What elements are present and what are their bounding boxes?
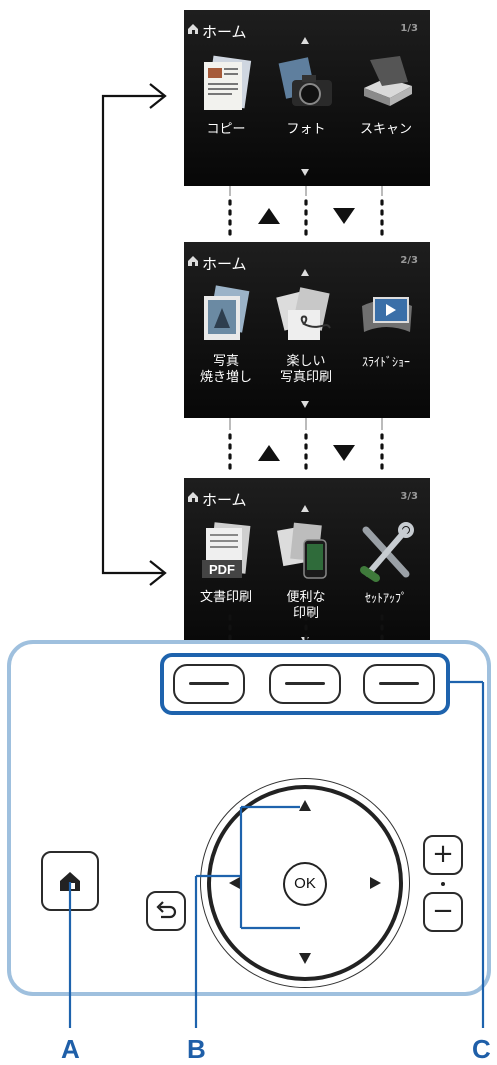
menu-item-label: 文書印刷	[199, 590, 252, 605]
home-screen-page-3: ホーム 3/3 PDF 文書印刷 便利な 印刷 ｾｯﾄｱｯﾌﾟ	[184, 478, 430, 654]
photo-camera-icon	[278, 57, 332, 106]
arrow-right-button[interactable]	[370, 877, 381, 889]
menu-item-label: ｽﾗｲﾄﾞｼｮｰ	[361, 355, 410, 369]
plus-minus-separator-dot	[441, 882, 445, 886]
menu-item-label: スキャン	[359, 122, 412, 137]
home-icon	[60, 872, 80, 891]
menu-item-label: 便利な 印刷	[286, 590, 326, 621]
screen-title: ホーム	[202, 491, 247, 509]
plus-button[interactable]: +	[423, 835, 463, 875]
home-icon	[188, 256, 198, 266]
arrow-up-button[interactable]	[299, 800, 311, 811]
pdf-document-icon: PDF	[202, 522, 251, 578]
menu-item-label: ｾｯﾄｱｯﾌﾟ	[364, 591, 407, 605]
callout-lines	[68, 680, 485, 1028]
back-arrow-icon	[156, 901, 177, 919]
home-icon	[188, 24, 198, 34]
loop-back-arrow	[101, 83, 167, 586]
page-indicator: 1/3	[400, 23, 418, 34]
function-button-left[interactable]	[173, 664, 245, 704]
function-buttons-highlight	[160, 653, 450, 715]
smartphone-print-icon	[277, 522, 327, 579]
plus-label: +	[432, 839, 454, 869]
home-icon	[188, 492, 198, 502]
menu-item-label: 楽しい 写真印刷	[279, 354, 332, 385]
page-up-arrow	[258, 208, 280, 224]
page-indicator: 2/3	[400, 255, 418, 266]
scroll-up-indicator	[301, 505, 309, 512]
page-indicator: 3/3	[400, 491, 418, 502]
navigation-dial-ring	[207, 785, 403, 981]
screen-title: ホーム	[202, 23, 247, 41]
ok-label: OK	[294, 875, 316, 892]
callout-a: A	[61, 1034, 80, 1064]
scroll-up-indicator	[301, 37, 309, 44]
setup-tools-icon	[360, 522, 414, 582]
ok-button[interactable]: OK	[283, 862, 327, 906]
scanner-icon	[364, 56, 412, 106]
menu-item-label: コピー	[206, 122, 246, 137]
callout-c: C	[472, 1034, 491, 1064]
minus-label: −	[432, 896, 454, 926]
pdf-badge-text: PDF	[209, 562, 235, 577]
photo-reprint-icon	[204, 285, 250, 340]
screen-connectors	[228, 186, 384, 664]
scroll-up-indicator	[301, 269, 309, 276]
menu-item-label: 写真 焼き増し	[199, 354, 252, 385]
function-button-center[interactable]	[269, 664, 341, 704]
arrow-down-button[interactable]	[299, 953, 311, 964]
scroll-down-indicator	[301, 401, 309, 408]
back-button[interactable]	[146, 891, 186, 931]
screen-title: ホーム	[202, 255, 247, 273]
page-down-arrow	[333, 208, 355, 224]
callout-b: B	[187, 1034, 206, 1064]
page-down-arrow	[333, 445, 355, 461]
scroll-down-indicator	[301, 169, 309, 176]
function-button-right[interactable]	[363, 664, 435, 704]
slideshow-icon	[362, 297, 412, 332]
arrow-left-button[interactable]	[229, 877, 240, 889]
fun-photo-print-icon	[276, 287, 331, 340]
minus-button[interactable]: −	[423, 892, 463, 932]
home-screen-page-1: ホーム 1/3 コピー フォト スキャン	[184, 10, 430, 186]
copy-icon	[204, 55, 252, 110]
page-up-arrow	[258, 445, 280, 461]
menu-item-label: フォト	[286, 122, 326, 137]
home-screen-page-2: ホーム 2/3 写真 焼き増し 楽しい 写真印刷 ｽﾗｲﾄﾞｼｮｰ	[184, 242, 430, 418]
